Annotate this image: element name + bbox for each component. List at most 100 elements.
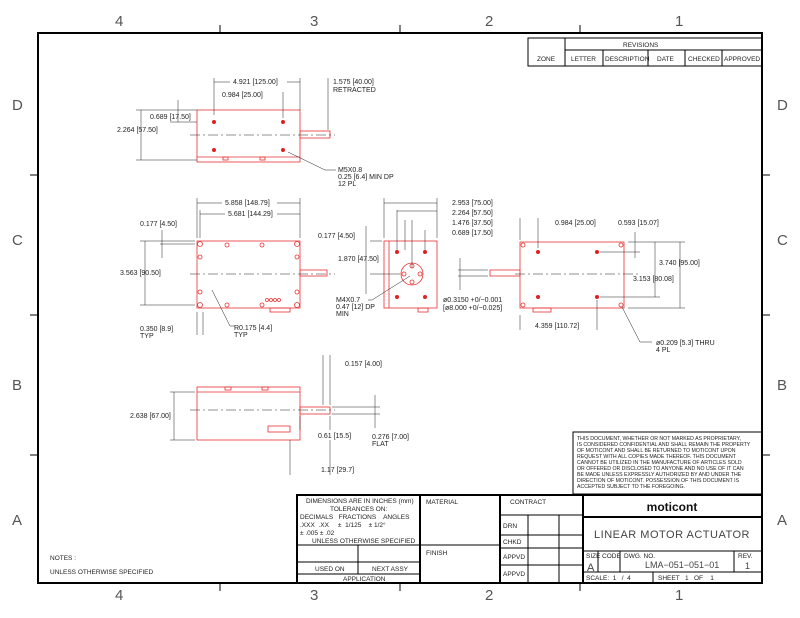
thru-hole-count: 4 PL — [656, 347, 671, 354]
finish-label: FINISH — [426, 550, 448, 557]
zone-labels: 4 3 2 1 4 3 2 1 D C B A D C B A — [12, 13, 788, 604]
tolerance-header: DIMENSIONS ARE IN INCHES (mm) — [306, 498, 414, 505]
tolerance-columns: DECIMALS FRACTIONS ANGLES — [300, 514, 410, 521]
thread-note: M5X0.8 — [338, 167, 362, 174]
dim-stroke: 1.575 [40.00] — [333, 79, 374, 86]
thread-count-note: 12 PL — [338, 181, 356, 188]
sheet-value: SHEET 1 OF 1 — [658, 575, 714, 582]
title-block: DIMENSIONS ARE IN INCHES (mm) TOLERANCES… — [296, 494, 763, 584]
zone-col-2: 2 — [485, 13, 493, 30]
thread-depth-note: 0.25 [6.4] MIN DP — [338, 174, 394, 181]
zone-ticks — [30, 25, 770, 591]
zone-col-2-bottom: 2 — [485, 587, 493, 604]
rev-value: 1 — [745, 561, 750, 571]
proprietary-notice: THIS DOCUMENT, WHETHER OR NOT MARKED AS … — [572, 431, 763, 495]
dim-connector-offset: 0.61 [15.5] — [318, 433, 351, 440]
tolerance-label: TOLERANCES ON: — [330, 506, 388, 513]
dim-overall-length: 4.921 [125.00] — [233, 79, 278, 86]
zone-col-3: 3 — [310, 13, 318, 30]
notice-line: BE MADE UNLESS EXPRESSLY AUTHORIZED BY A… — [577, 472, 742, 478]
thru-hole-note: ø0.209 [5.3] THRU — [656, 340, 715, 347]
top-view: 4.921 [125.00] 0.984 [25.00] 1.575 [40.0… — [117, 78, 394, 188]
dim-side-hole-offset: 0.984 [25.00] — [555, 220, 596, 227]
rev-header-zone: ZONE — [537, 56, 556, 63]
size-label: SIZE — [586, 553, 601, 560]
rev-label: REV. — [738, 553, 753, 560]
used-on-label: USED ON — [315, 566, 345, 573]
zone-col-4: 4 — [115, 13, 123, 30]
dim-total-length: 5.858 [148.79] — [225, 200, 270, 207]
dim-flat: 0.276 [7.00] — [372, 434, 409, 441]
tolerance-decimals: ± .005 ± .02 — [300, 530, 335, 537]
zone-row-d-right: D — [777, 97, 788, 114]
zone-row-a: A — [12, 512, 22, 529]
notice-line: OF MOTICONT AND SHALL BE RETURNED TO MOT… — [577, 448, 736, 454]
dim-bottom-height: 2.638 [67.00] — [130, 413, 171, 420]
dim-edge-offset-left: 0.177 [4.50] — [140, 221, 177, 228]
rod-thread-note: M4X0.7 — [336, 297, 360, 304]
dim-edge-offset-right: 0.177 [4.50] — [318, 233, 355, 240]
dim-rod-recess: 0.157 [4.00] — [345, 361, 382, 368]
notes-title: NOTES : — [50, 555, 76, 562]
dim-radius-typ: TYP — [234, 332, 248, 339]
revisions-title: REVISIONS — [623, 42, 659, 49]
end-view: 2.953 [75.00] 2.264 [57.50] 1.476 [37.50… — [336, 198, 521, 318]
zone-row-a-right: A — [777, 512, 787, 529]
rev-header-letter: LETTER — [571, 56, 596, 63]
notes-line: UNLESS OTHERWISE SPECIFIED — [50, 569, 153, 576]
dim-radius: R0.175 [4.4] — [234, 325, 272, 332]
notice-line: CANNOT BE UTILIZED IN THE MANUFACTURE OF… — [577, 460, 742, 466]
rev-header-description: DESCRIPTION — [605, 56, 650, 63]
material-label: MATERIAL — [426, 499, 458, 506]
dim-side-hole-spacing: 3.153 [80.08] — [633, 276, 674, 283]
dim-height: 3.563 [90.50] — [120, 270, 161, 277]
dwg-no-value: LMA−051−051−01 — [645, 560, 719, 570]
side-view: 0.984 [25.00] 0.593 [15.07] 3.740 [95.00… — [515, 218, 715, 354]
drawn-label: DRN — [503, 523, 517, 530]
tolerance-note: UNLESS OTHERWISE SPECIFIED — [312, 538, 415, 545]
company-logo: moticont — [647, 500, 698, 514]
dim-hole-offset: 0.689 [17.50] — [150, 114, 191, 121]
zone-row-d: D — [12, 97, 23, 114]
dim-rod-center: 1.476 [37.50] — [452, 220, 493, 227]
dim-hole-spacing: 0.984 [25.00] — [222, 92, 263, 99]
rod-diameter-in: ø0.3150 +0/−0.001 — [443, 297, 502, 304]
size-value: A — [587, 562, 595, 574]
dim-hole-offset-end: 0.689 [17.50] — [452, 230, 493, 237]
dim-stroke-note: RETRACTED — [333, 87, 376, 94]
tolerance-values: .XXX .XX ± 1/125 ± 1/2° — [300, 521, 386, 529]
code-label: CODE — [602, 553, 621, 560]
contract-label: CONTRACT — [510, 499, 546, 506]
dim-hole-spacing-end: 2.264 [57.50] — [452, 210, 493, 217]
approved-label-1: APPVD — [503, 554, 525, 561]
zone-col-3-bottom: 3 — [310, 587, 318, 604]
drawing-title: LINEAR MOTOR ACTUATOR — [594, 529, 750, 541]
notice-line: IS CONSIDERED CONFIDENTIAL AND SHALL REM… — [577, 442, 751, 448]
scale-value: SCALE: 1 / 4 — [586, 575, 631, 582]
next-assy-label: NEXT ASSY — [372, 566, 409, 573]
notice-line: DIRECTION OF MOTICONT. POSSESSION OF THI… — [577, 478, 740, 484]
dim-side-length: 4.359 [110.72] — [535, 323, 579, 330]
dim-depth: 2.953 [75.00] — [452, 200, 493, 207]
dim-hole-inset: 0.350 [8.9] — [140, 326, 173, 333]
zone-row-b: B — [12, 377, 22, 394]
dim-side-width: 3.740 [95.00] — [659, 260, 700, 267]
zone-col-4-bottom: 4 — [115, 587, 123, 604]
zone-row-b-right: B — [777, 377, 787, 394]
notice-line: THIS DOCUMENT, WHETHER OR NOT MARKED AS … — [577, 436, 741, 442]
notice-line: OR OFFERED OR DISCLOSED TO ANYONE AND NO… — [577, 466, 744, 472]
dim-connector-length: 1.17 [29.7] — [321, 467, 354, 474]
rev-header-checked: CHECKED — [688, 56, 720, 63]
dim-rod-height: 1.870 [47.50] — [338, 256, 379, 263]
dim-body-length: 5.681 [144.29] — [228, 211, 273, 218]
approved-label-2: APPVD — [503, 571, 525, 578]
rod-thread-depth: 0.47 [12] DP — [336, 304, 375, 311]
dwg-no-label: DWG. NO. — [624, 553, 655, 560]
rev-header-date: DATE — [657, 56, 675, 63]
zone-row-c: C — [12, 232, 23, 249]
rev-header-approved: APPROVED — [724, 56, 760, 63]
notice-line: REQUEST WITH ALL COPIES MADE THEREOF. TH… — [577, 454, 737, 460]
zone-col-1: 1 — [675, 13, 683, 30]
zone-row-c-right: C — [777, 232, 788, 249]
